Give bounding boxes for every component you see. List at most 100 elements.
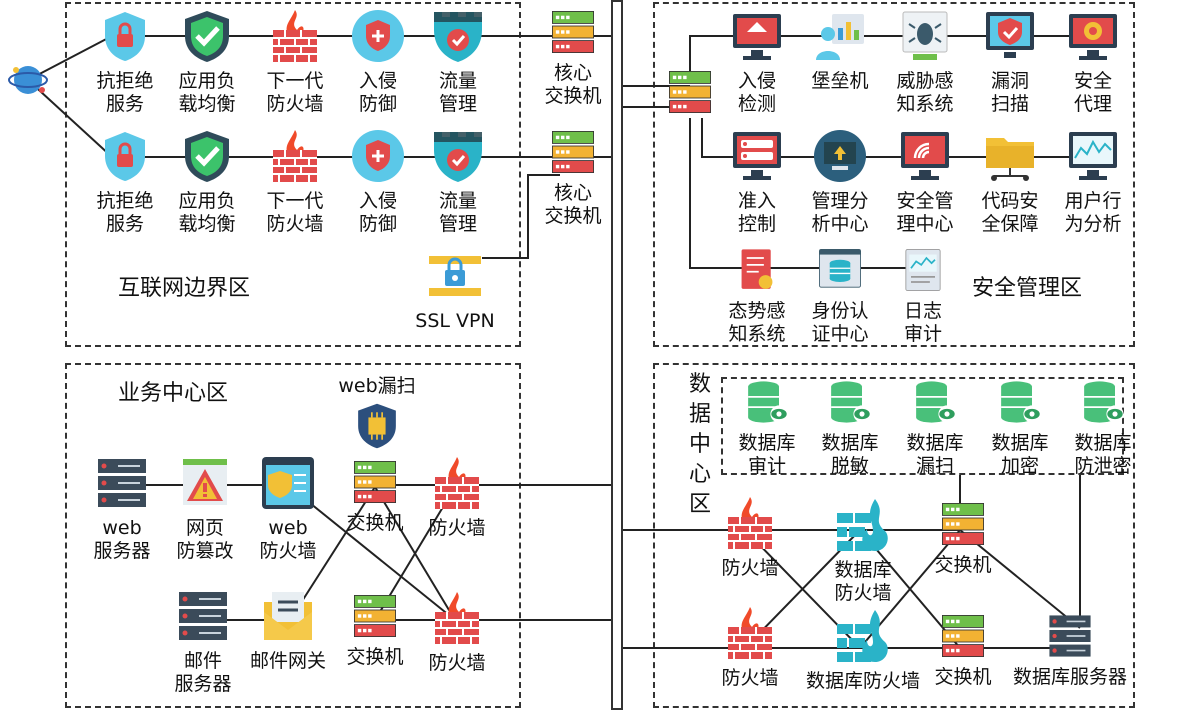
security-r1-node-2-label: 威胁感 知系统 (896, 70, 954, 115)
zone-business-center (65, 363, 521, 708)
security-r2-node-2-label: 安全管 理中心 (896, 190, 954, 235)
folder-network-icon (982, 128, 1038, 184)
datacenter-db-server-label: 数据库服务器 (1012, 666, 1127, 688)
business-mail-gw-label: 邮件网关 (249, 650, 326, 672)
internet-r2-node-4-label: 流量 管理 (438, 190, 477, 235)
internet-r2-node-5: 核心 交换机 (528, 128, 618, 228)
security-r2-node-2: 安全管 理中心 (880, 128, 970, 236)
chart-monitor-icon (1065, 128, 1121, 184)
internet-r1-node-2-label: 下一代 防火墙 (266, 70, 324, 115)
datacenter-fw2: 防火墙 (705, 605, 795, 690)
vpn-lock-icon (427, 248, 483, 304)
shield-window-icon (260, 455, 316, 511)
zone-db-tools (721, 377, 1124, 475)
datacenter-tool-3-label: 数据库 加密 (991, 432, 1049, 477)
datacenter-fw1: 防火墙 (705, 495, 795, 580)
datacenter-tool-4-label: 数据库 防泄密 (1074, 432, 1132, 477)
internet-r1-node-4-label: 流量 管理 (438, 70, 477, 115)
internet-r1-node-3: 入侵 防御 (333, 8, 423, 116)
shield-lock-icon (97, 128, 153, 184)
business-switch1-label: 交换机 (346, 512, 404, 534)
business-web-fw-label: web 防火墙 (259, 517, 317, 562)
datacenter-dbfw2-label: 数据库防火墙 (805, 670, 920, 692)
check-shield-icon (179, 128, 235, 184)
access-monitor-icon (729, 128, 785, 184)
datacenter-fw1-label: 防火墙 (721, 557, 779, 579)
db-firewall-icon (835, 608, 891, 664)
business-mail-gw: 邮件网关 (243, 588, 333, 673)
zone-internet-boundary (65, 2, 521, 347)
switch-icon (939, 500, 987, 548)
check-shield-icon (179, 8, 235, 64)
firewall-icon (429, 455, 485, 511)
datacenter-dbfw2: 数据库防火墙 (798, 608, 928, 693)
upload-monitor-icon (812, 128, 868, 184)
zone-title-business: 业务中心区 (118, 381, 229, 406)
datacenter-switch1: 交换机 (918, 500, 1008, 577)
ssl-vpn-node-label: SSL VPN (415, 310, 495, 332)
security-r3-node-1-label: 身份认 证中心 (811, 300, 869, 345)
zone-security-management (653, 2, 1135, 347)
datacenter-dbfw1: 数据库 防火墙 (818, 497, 908, 605)
security-r1-node-3: 漏洞 扫描 (965, 8, 1055, 116)
security-r1-node-3-label: 漏洞 扫描 (990, 70, 1029, 115)
ssl-vpn-node: SSL VPN (410, 248, 500, 333)
plus-shield-icon (350, 8, 406, 64)
datacenter-tool-0-label: 数据库 审计 (738, 432, 796, 477)
datacenter-tool-0: 数据库 审计 (722, 378, 812, 478)
security-r2-node-1: 管理分 析中心 (795, 128, 885, 236)
plus-shield-icon (350, 128, 406, 184)
security-r3-node-2-label: 日志 审计 (903, 300, 942, 345)
datacenter-db-server: 数据库服务器 (1005, 612, 1135, 689)
internet-r2-node-0-label: 抗拒绝 服务 (96, 190, 154, 235)
security-r1-node-4: 安全 代理 (1048, 8, 1138, 116)
internet-r2-node-2-label: 下一代 防火墙 (266, 190, 324, 235)
bug-scan-icon (897, 8, 953, 64)
security-r2-node-4-label: 用户行 为分析 (1064, 190, 1122, 235)
switch-icon (549, 8, 597, 56)
business-tamper-label: 网页 防篡改 (176, 517, 234, 562)
business-fw1: 防火墙 (412, 455, 502, 540)
datacenter-tool-4: 数据库 防泄密 (1058, 378, 1148, 478)
internet-r2-node-3-label: 入侵 防御 (358, 190, 397, 235)
business-switch2: 交换机 (330, 592, 420, 669)
security-r2-node-3: 代码安 全保障 (965, 128, 1055, 236)
internet-r1-node-0-label: 抗拒绝 服务 (96, 70, 154, 115)
business-switch2-label: 交换机 (346, 646, 404, 668)
database-eye-icon (743, 378, 791, 426)
database-eye-icon (911, 378, 959, 426)
internet-r2-node-2: 下一代 防火墙 (250, 128, 340, 236)
backbone-bus (611, 0, 623, 710)
database-eye-icon (1079, 378, 1127, 426)
switch-icon (666, 68, 714, 116)
business-mail-server: 邮件 服务器 (158, 588, 248, 696)
user-dashboard-icon (812, 8, 868, 64)
castle-shield-icon (430, 128, 486, 184)
security-r2-node-1-label: 管理分 析中心 (811, 190, 869, 235)
datacenter-fw2-label: 防火墙 (721, 667, 779, 689)
database-eye-icon (996, 378, 1044, 426)
db-firewall-icon (835, 497, 891, 553)
security-r3-node-0-label: 态势感 知系统 (728, 300, 786, 345)
warning-page-icon (177, 455, 233, 511)
business-web-server: web 服务器 (77, 455, 167, 563)
internet-r1-node-1-label: 应用负 载均衡 (178, 70, 236, 115)
business-tamper: 网页 防篡改 (160, 455, 250, 563)
datacenter-switch2-label: 交换机 (934, 666, 992, 688)
zone-title-security: 安全管理区 (972, 276, 1083, 301)
business-switch1: 交换机 (330, 458, 420, 535)
firewall-icon (722, 605, 778, 661)
wifi-monitor-icon (897, 128, 953, 184)
internet-r2-node-1-label: 应用负 载均衡 (178, 190, 236, 235)
security-r1-node-1: 堡垒机 (795, 8, 885, 93)
business-web-scan: web漏扫 (332, 375, 422, 450)
zone-title-internet: 互联网边界区 (118, 276, 251, 301)
internet-r2-node-5-label: 核心 交换机 (544, 182, 602, 227)
business-mail-server-label: 邮件 服务器 (174, 650, 232, 695)
mail-icon (260, 588, 316, 644)
security-r2-node-0: 准入 控制 (712, 128, 802, 236)
monitor-alert-icon (729, 8, 785, 64)
security-r1-node-0-label: 入侵 检测 (737, 70, 776, 115)
internet-r1-node-0: 抗拒绝 服务 (80, 8, 170, 116)
